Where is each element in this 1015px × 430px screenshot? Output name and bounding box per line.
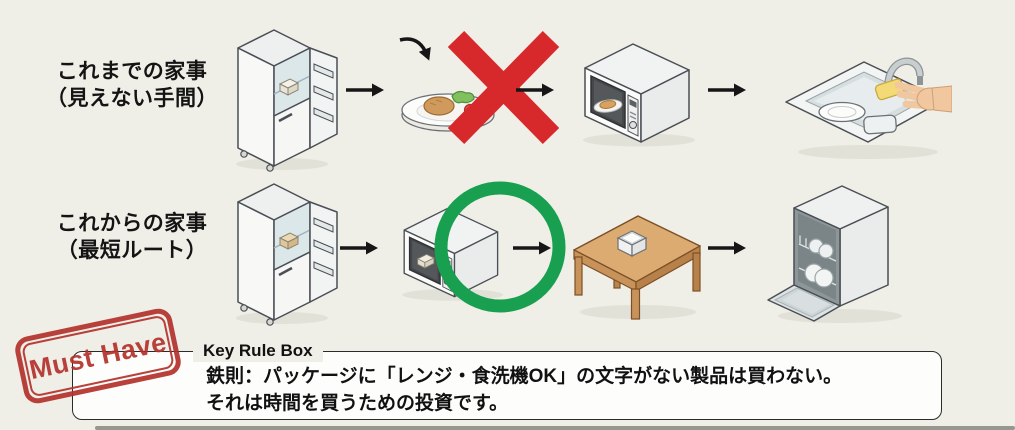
container-in-sink-icon [863,114,897,135]
refrigerator-icon [236,29,338,172]
curved-arrow-icon [399,37,431,61]
key-rule-text: 鉄則：パッケージに「レンジ・食洗機OK」の文字がない製品は買わない。 それは時間… [73,352,941,417]
row1-label-line1: これまでの家事 [56,60,208,83]
plate-in-microwave-icon [593,99,623,113]
dining-table-icon [573,215,701,320]
flow-arrow-icon [516,83,554,97]
sink-handwash-icon [785,57,952,159]
row1-label: これまでの家事 （見えない手間） [36,58,228,112]
key-rule-box: Key Rule Box 鉄則：パッケージに「レンジ・食洗機OK」の文字がない製… [72,340,942,420]
stamp-text: Must Have [26,326,170,385]
row2-label-line1: これからの家事 [56,212,208,235]
key-rule-box-title: Key Rule Box [193,340,323,362]
row1-label-line2: （見えない手間） [46,87,218,110]
microwave-icon [583,43,695,147]
flow-arrow-icon [346,83,384,97]
dishwasher-icon [767,185,902,323]
row2-label-line2: （最短ルート） [56,239,208,262]
row2-label: これからの家事 （最短ルート） [36,210,228,264]
bottom-edge-strip [95,426,1015,430]
flow-arrow-icon [708,83,746,97]
refrigerator-icon [236,183,338,326]
x-mark-icon [447,30,560,145]
food-container-icon [278,232,300,250]
plate-in-sink-icon [818,101,866,123]
dishwasher-door-icon [767,284,841,322]
food-container-icon [278,78,300,96]
flow-arrow-icon [513,241,551,255]
container-in-microwave-icon [416,253,435,269]
key-rule-line1: 鉄則：パッケージに「レンジ・食洗機OK」の文字がない製品は買わない。 [206,366,843,387]
flow-arrow-icon [708,241,746,255]
hand-icon [894,81,952,113]
flow-arrow-icon [340,241,378,255]
key-rule-line2: それは時間を買うための投資です。 [206,393,509,414]
ok-circle-icon [434,181,566,313]
container-on-table-icon [616,230,648,257]
